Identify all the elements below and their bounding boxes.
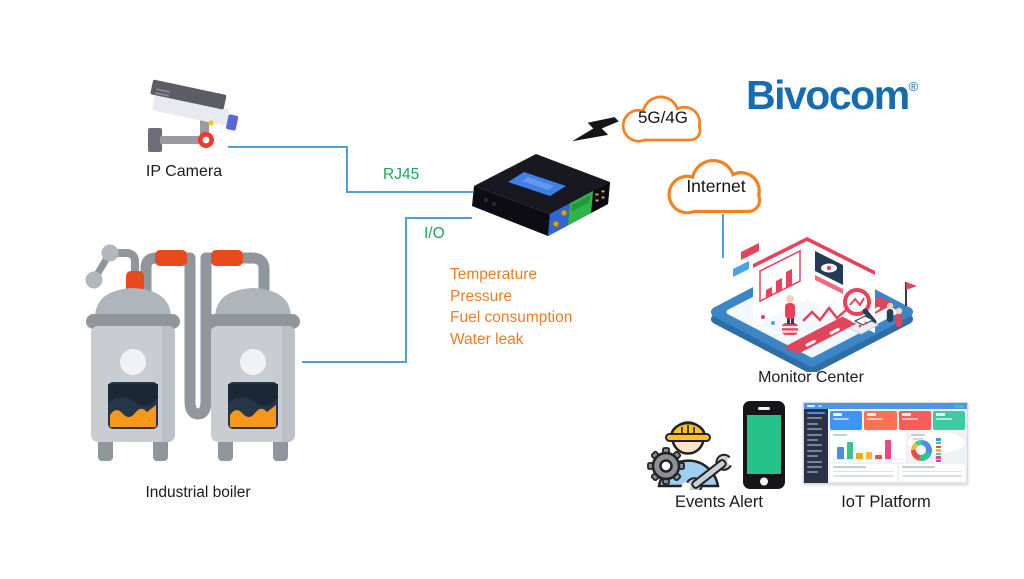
events-alert-label: Events Alert <box>674 493 764 511</box>
logo-text: Bivocom <box>746 72 910 118</box>
dashboard-table <box>830 464 897 481</box>
dashboard-table <box>898 464 965 481</box>
card-line <box>867 418 884 420</box>
io-label: I/O <box>424 225 445 242</box>
sidebar-menu-line <box>807 465 822 468</box>
dashboard-topbar <box>804 403 967 409</box>
stat-card <box>830 411 863 431</box>
cellular-router-icon <box>472 154 610 236</box>
donut-legend <box>913 437 941 463</box>
io-signal: Temperature <box>450 266 538 283</box>
card-line <box>935 413 945 416</box>
sidebar-menu-line <box>807 471 818 474</box>
monitor-center-label: Monitor Center <box>758 369 864 386</box>
monitor-left-wall <box>753 237 807 326</box>
sidebar-menu-line <box>807 433 822 436</box>
dashboard-sidebar <box>804 409 828 483</box>
legend-row <box>913 437 941 459</box>
dashboard-donut-chart-panel <box>907 432 965 463</box>
dashboard-stat-cards <box>830 411 965 431</box>
bar <box>884 440 891 460</box>
card-line <box>833 413 842 416</box>
card-line <box>867 413 877 416</box>
card-line <box>901 418 918 420</box>
legend-row <box>913 437 941 441</box>
stat-card <box>932 411 965 431</box>
monitor-center-illustration <box>711 237 917 372</box>
boiler-to-router-line <box>302 217 472 363</box>
internet-cloud-label: Internet <box>686 175 746 196</box>
card-line <box>901 413 911 416</box>
industrial-boiler-label: Industrial boiler <box>145 484 251 501</box>
bar <box>875 455 882 460</box>
stat-card <box>898 411 931 431</box>
sidebar-menu-line <box>807 449 822 452</box>
sidebar-menu-line <box>807 417 822 420</box>
bivocom-logo: Bivocom® <box>746 72 918 119</box>
card-line <box>935 418 952 420</box>
maintenance-worker-icon <box>647 421 733 490</box>
sidebar-menu-line <box>807 438 818 441</box>
monitor-person <box>782 295 798 335</box>
cloud-icon <box>667 158 762 215</box>
sidebar-menu-line <box>807 422 818 425</box>
io-signal: Pressure <box>450 287 513 305</box>
io-signal-list: Temperature Pressure Fuel consumption Wa… <box>450 264 572 350</box>
boiler-tank <box>86 288 180 461</box>
bar <box>837 447 844 460</box>
legend-row <box>913 437 941 445</box>
donut-chart <box>910 439 932 461</box>
legend-row <box>913 437 941 448</box>
smartphone-icon <box>743 401 785 489</box>
sidebar-menu-line <box>807 428 822 431</box>
ip-camera-icon <box>148 79 239 152</box>
dashboard-bar-chart-panel <box>830 432 906 463</box>
card-line <box>833 418 849 420</box>
sidebar-menu-line <box>807 412 825 414</box>
ip-camera-label: IP Camera <box>145 163 223 180</box>
legend-row <box>913 437 941 456</box>
legend-row <box>913 437 941 463</box>
sidebar-menu-line <box>807 444 822 447</box>
io-signal: Water leak <box>450 330 524 348</box>
sidebar-menu-line <box>807 460 822 463</box>
legend-row <box>913 437 941 452</box>
internet-cloud: Internet <box>652 152 780 226</box>
registered-mark: ® <box>908 79 919 94</box>
lightning-bolt-icon <box>572 117 619 142</box>
camera-to-router-line <box>228 146 473 193</box>
cellular-cloud: 5G/4G <box>612 88 714 154</box>
io-signal: Fuel consumption <box>450 309 573 326</box>
rj45-label: RJ45 <box>383 166 420 183</box>
cellular-cloud-label: 5G/4G <box>637 108 689 127</box>
sidebar-menu-line <box>807 455 818 458</box>
bar <box>865 452 872 460</box>
cloud-icon <box>621 95 702 143</box>
bar <box>856 453 863 460</box>
stat-card <box>864 411 897 431</box>
iot-platform-dashboard <box>803 402 968 484</box>
wrench-icon <box>681 453 733 490</box>
bar <box>846 442 853 460</box>
industrial-boiler-icon <box>85 244 300 461</box>
gear-icon <box>647 447 685 485</box>
iot-platform-label: IoT Platform <box>841 493 931 511</box>
